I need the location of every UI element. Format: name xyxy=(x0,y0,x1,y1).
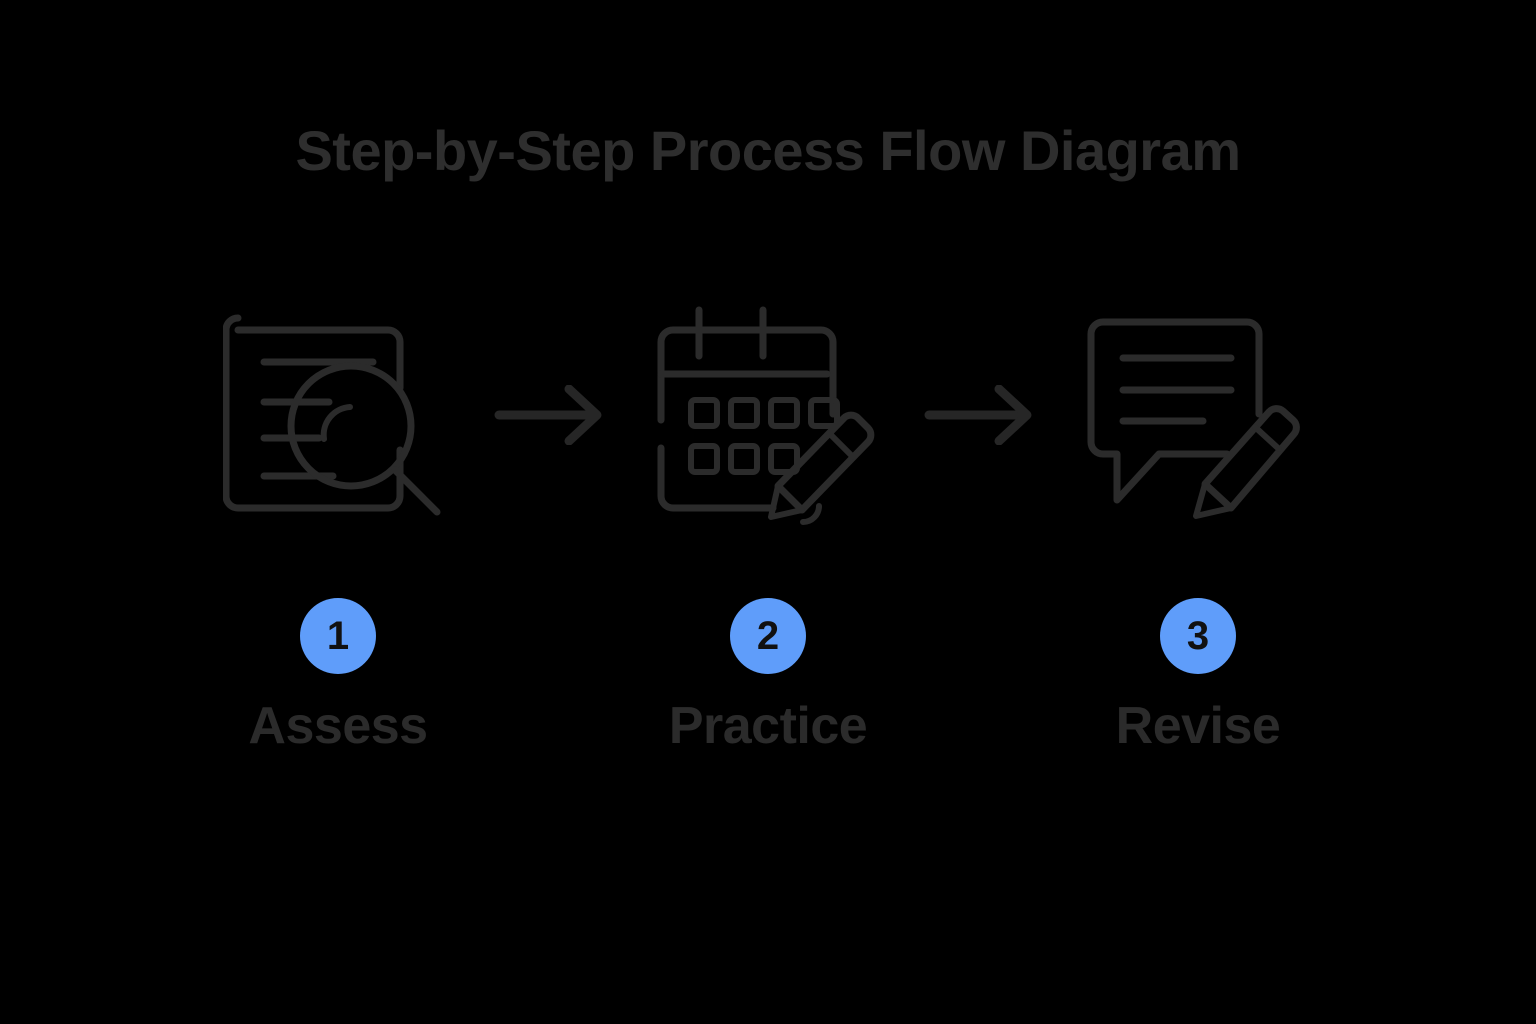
calendar-pencil-icon xyxy=(657,306,875,525)
step-label: Assess xyxy=(248,697,428,755)
arrow-right-icon xyxy=(494,385,602,445)
step-label: Revise xyxy=(1115,697,1281,755)
process-step-2[interactable]: 2 Practice xyxy=(623,300,913,756)
speech-bubble-pencil-icon xyxy=(1087,318,1300,519)
process-step-3[interactable]: 3 Revise xyxy=(1053,300,1343,756)
process-steps-row: 1 Assess xyxy=(150,300,1386,800)
step-number-badge: 2 xyxy=(730,598,806,674)
connector-2 xyxy=(913,300,1053,530)
step-label: Practice xyxy=(668,697,868,755)
connector-1 xyxy=(483,300,623,530)
step-number-badge: 3 xyxy=(1160,598,1236,674)
page-title: Step-by-Step Process Flow Diagram xyxy=(295,119,1241,182)
arrow-right-icon xyxy=(924,385,1032,445)
document-magnifier-icon xyxy=(223,314,441,516)
process-step-1[interactable]: 1 Assess xyxy=(193,300,483,756)
step-number-badge: 1 xyxy=(300,598,376,674)
